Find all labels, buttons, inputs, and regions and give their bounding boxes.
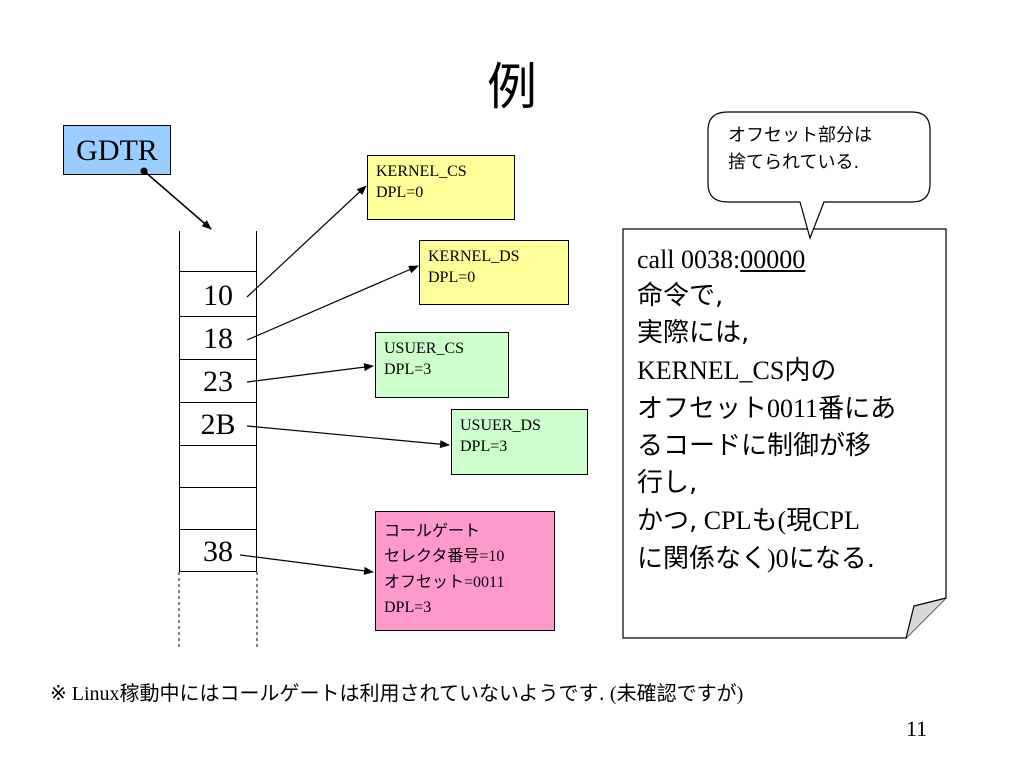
speech-bubble	[707, 111, 931, 240]
table-entry-label: 23	[203, 365, 233, 398]
callgate-offset-label: オフセット	[384, 572, 465, 591]
note-fragment: (	[777, 506, 787, 535]
speech-bubble-text: オフセット部分は 捨てられている.	[708, 112, 930, 202]
note-line: 実際には,	[637, 318, 750, 348]
table-entry-label: 38	[203, 535, 233, 568]
table-divider	[179, 571, 257, 572]
descriptor-name: USUER_CS	[384, 340, 465, 357]
descriptor-dpl: DPL=3	[384, 361, 432, 378]
note-fragment: KERNEL_CS	[637, 356, 785, 385]
gdtr-arrow	[143, 170, 212, 230]
arrow-38-call-gate	[239, 554, 374, 575]
arrow-18-kernel-ds	[246, 265, 419, 341]
descriptor-table	[179, 231, 257, 571]
note-fragment: 現	[786, 506, 813, 536]
table-divider	[179, 445, 257, 446]
arrow-10-kernel-cs	[246, 185, 367, 298]
table-divider	[179, 529, 257, 530]
descriptor-name: KERNEL_CS	[376, 163, 467, 180]
slide-title: 例	[487, 58, 537, 116]
kernel-ds-descriptor: KERNEL_DS DPL=0	[419, 240, 569, 305]
note-fragment: CPL	[697, 506, 752, 535]
note-line: るコードに制御が移	[637, 431, 872, 461]
note-fragment: )0	[767, 544, 789, 573]
callgate-selector: セレクタ番号=10	[384, 543, 546, 569]
call-gate-descriptor: コールゲート セレクタ番号=10 オフセット=0011 DPL=3	[375, 511, 555, 631]
callgate-title: コールゲート	[384, 521, 481, 540]
note-fragment: 番にあ	[818, 394, 897, 424]
note-fragment: オフセット	[637, 394, 768, 424]
table-divider	[179, 359, 257, 360]
footer-note: ※ Linux稼動中にはコールゲートは利用されていないようです. (未確認ですが…	[50, 677, 743, 706]
callgate-selector-value: =10	[479, 548, 505, 565]
user-cs-descriptor: USUER_CS DPL=3	[375, 332, 509, 398]
user-ds-descriptor: USUER_DS DPL=3	[451, 409, 588, 475]
explanation-text: call 0038:00000 命令で, 実際には, KERNEL_CS内の オ…	[623, 229, 946, 639]
descriptor-dpl: DPL=0	[376, 184, 424, 201]
descriptor-dpl: DPL=0	[428, 269, 476, 286]
callgate-dpl: DPL=3	[384, 599, 432, 616]
table-divider	[179, 487, 257, 488]
note-line: KERNEL_CS内の	[637, 352, 946, 390]
call-instruction: call 0038:	[637, 245, 741, 274]
note-fragment: になる.	[788, 544, 875, 574]
descriptor-name: USUER_DS	[460, 417, 541, 434]
callgate-selector-label: セレクタ番号	[384, 546, 480, 565]
descriptor-dpl: DPL=3	[460, 438, 508, 455]
arrow-2b-user-ds	[246, 425, 450, 449]
note-line: call 0038:00000	[637, 241, 946, 278]
note-line: かつ, CPLも(現CPL	[637, 502, 946, 540]
bubble-line: 捨てられている.	[728, 152, 860, 173]
note-fragment: も	[751, 506, 778, 536]
footer-fragment: Linux	[66, 683, 120, 705]
note-fold-corner	[905, 597, 947, 639]
note-fragment: かつ,	[637, 506, 698, 536]
footer-fragment: (	[604, 683, 617, 705]
reference-mark: ※	[50, 681, 67, 705]
gdtr-register: GDTR	[63, 125, 171, 175]
page-number: 11	[906, 716, 928, 741]
kernel-cs-descriptor: KERNEL_CS DPL=0	[367, 155, 515, 220]
descriptor-name: KERNEL_DS	[428, 248, 520, 265]
callgate-offset-value: =0011	[464, 574, 505, 591]
note-fragment: 0011	[767, 394, 819, 423]
table-entry-label: 2B	[200, 408, 236, 441]
note-line: 行し,	[637, 468, 698, 498]
callgate-offset: オフセット=0011	[384, 569, 546, 595]
table-divider	[179, 316, 257, 317]
ignored-offset: 00000	[740, 245, 806, 274]
arrow-23-user-cs	[246, 363, 374, 383]
note-fragment: に関係なく	[637, 544, 768, 574]
note-fragment: 内の	[784, 356, 837, 386]
table-divider	[179, 402, 257, 403]
note-line: オフセット0011番にあ	[637, 390, 946, 428]
footer-fragment: 稼動中にはコールゲートは利用されていないようです.	[119, 681, 605, 705]
note-line: に関係なく)0になる.	[637, 540, 946, 578]
footer-fragment: )	[736, 683, 744, 705]
note-line: 命令で,	[637, 281, 724, 311]
table-entry-label: 10	[203, 279, 233, 312]
table-divider	[179, 271, 257, 272]
note-fragment: CPL	[812, 506, 860, 535]
bubble-line: オフセット部分は	[728, 125, 872, 146]
footer-fragment: 未確認ですが	[616, 681, 737, 705]
table-entry-label: 18	[203, 322, 233, 355]
